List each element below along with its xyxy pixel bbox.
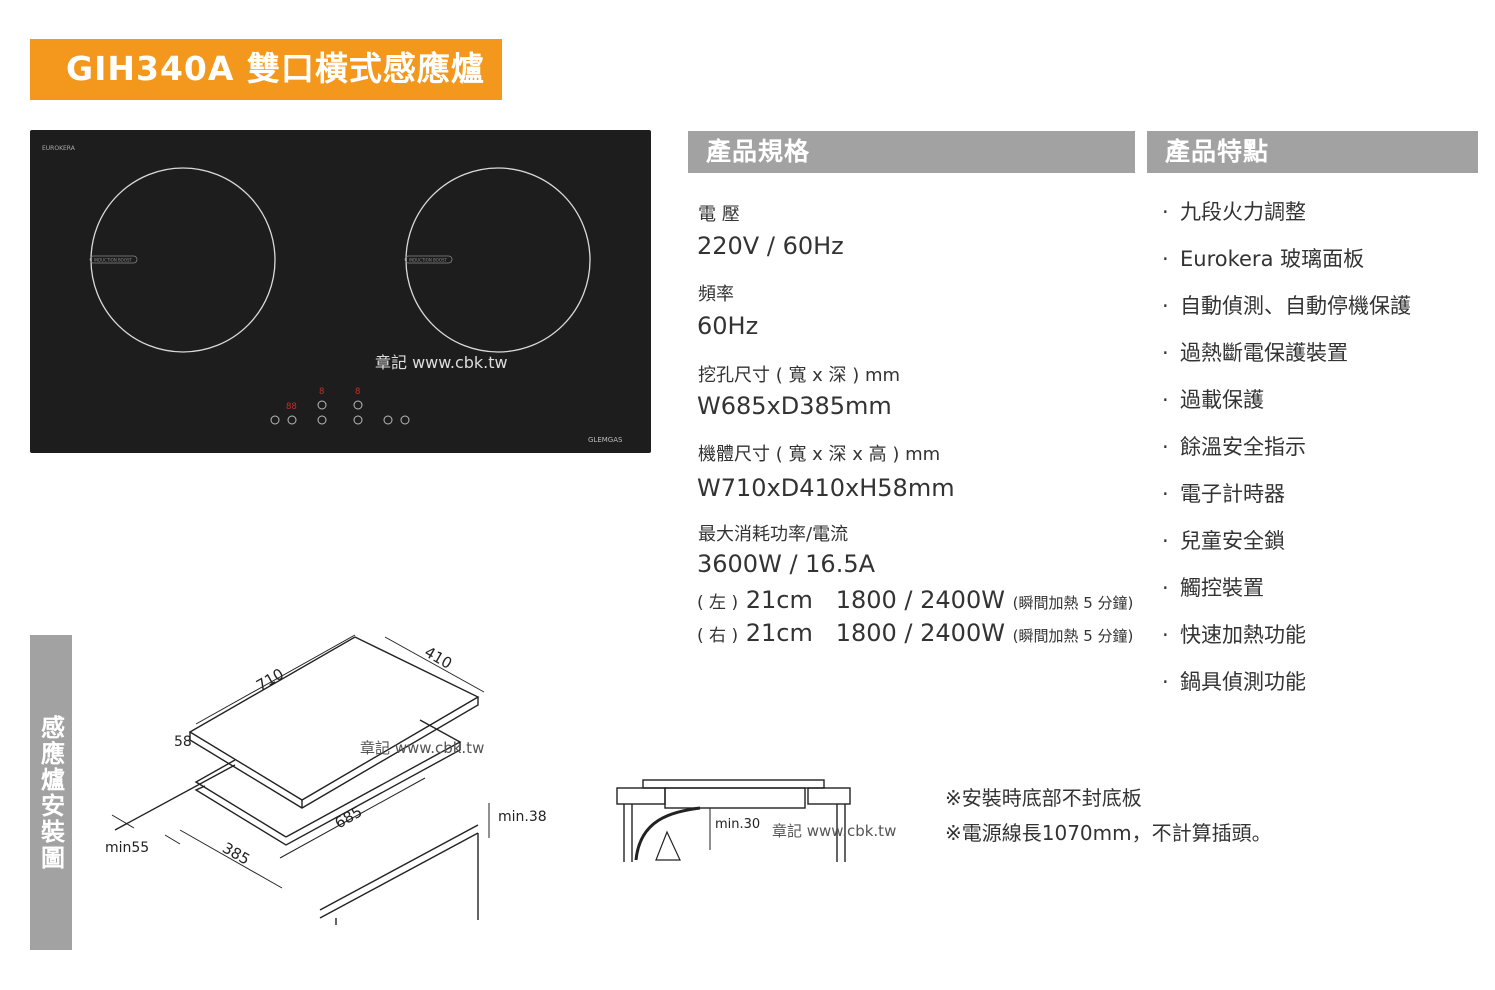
feature-item: ·兒童安全鎖 — [1162, 529, 1285, 553]
feature-item: ·自動偵測、自動停機保護 — [1162, 294, 1411, 318]
right-zone-prefix: ( 右 ) — [697, 626, 739, 646]
watermark-cooktop: 章記 www.cbk.tw — [375, 353, 508, 372]
voltage-value: 220V / 60Hz — [697, 232, 844, 260]
feature-item: ·餘溫安全指示 — [1162, 435, 1306, 459]
feature-item: ·觸控裝置 — [1162, 576, 1264, 600]
right-zone-suffix: (瞬間加熱 5 分鐘) — [1012, 627, 1134, 645]
spec-header: 產品規格 — [688, 131, 1135, 173]
left-zone-spec: ( 左 ) 21cm 1800 / 2400W (瞬間加熱 5 分鐘) — [697, 586, 1133, 614]
title-banner — [30, 39, 502, 100]
zone-label-left: INDUCTION BOOST — [94, 258, 133, 263]
body-size-value: W710xD410xH58mm — [697, 474, 955, 502]
feature-item: ·九段火力調整 — [1162, 200, 1306, 224]
voltage-label: 電 壓 — [698, 204, 740, 225]
body-size-label: 機體尺寸 ( 寬 x 深 x 高 ) mm — [698, 444, 941, 465]
page-title: GIH340A 雙口橫式感應爐 — [66, 49, 485, 88]
left-zone-prefix: ( 左 ) — [697, 593, 739, 613]
features-header: 產品特點 — [1147, 131, 1478, 173]
frequency-label: 頻率 — [698, 284, 734, 305]
right-zone-main: 21cm 1800 / 2400W — [745, 619, 1005, 647]
left-zone-suffix: (瞬間加熱 5 分鐘) — [1012, 594, 1134, 612]
frequency-value: 60Hz — [697, 312, 759, 340]
touch-controls — [270, 400, 410, 425]
dim-min55: min55 — [105, 840, 149, 856]
feature-item: ·快速加熱功能 — [1162, 623, 1306, 647]
feature-item: ·Eurokera 玻璃面板 — [1162, 247, 1365, 271]
features-list: ·九段火力調整 ·Eurokera 玻璃面板 ·自動偵測、自動停機保護 ·過熱斷… — [1162, 196, 1411, 713]
install-section-label: 感應爐安裝圖 — [30, 635, 72, 950]
left-zone-main: 21cm 1800 / 2400W — [745, 586, 1005, 614]
cutout-value: W685xD385mm — [697, 392, 892, 420]
dim-710: 710 — [253, 665, 287, 695]
right-cooking-zone — [405, 167, 591, 353]
watermark-section: 章記 www.cbk.tw — [772, 822, 897, 840]
dim-min38: min.38 — [498, 809, 547, 825]
display-right: 8 — [355, 387, 360, 397]
feature-item: ·過熱斷電保護裝置 — [1162, 341, 1348, 365]
dim-min30: min.30 — [715, 817, 760, 832]
dim-410: 410 — [421, 643, 455, 673]
right-zone-spec: ( 右 ) 21cm 1800 / 2400W (瞬間加熱 5 分鐘) — [697, 619, 1133, 647]
brand-logo-bottom: GLEMGAS — [588, 436, 623, 444]
feature-item: ·電子計時器 — [1162, 482, 1285, 506]
feature-item: ·鍋具偵測功能 — [1162, 670, 1306, 694]
watermark-diagram: 章記 www.cbk.tw — [360, 739, 485, 757]
cutout-label: 挖孔尺寸 ( 寬 x 深 ) mm — [698, 365, 901, 386]
install-note-1: ※安裝時底部不封底板 — [945, 786, 1142, 810]
display-left: 88 — [286, 402, 297, 412]
left-cooking-zone — [90, 167, 276, 353]
power-value: 3600W / 16.5A — [697, 550, 876, 578]
dim-685: 685 — [332, 802, 366, 832]
install-note-2: ※電源線長1070mm，不計算插頭。 — [945, 821, 1272, 845]
brand-logo-top: EUROKERA — [42, 145, 76, 152]
section-view — [616, 779, 851, 862]
dim-58: 58 — [174, 734, 192, 750]
zone-label-right: INDUCTION BOOST — [409, 258, 448, 263]
feature-item: ·過載保護 — [1162, 388, 1264, 412]
display-mid: 8 — [319, 387, 324, 397]
power-label: 最大消耗功率/電流 — [698, 524, 849, 545]
dim-385: 385 — [219, 839, 253, 869]
cooktop-image: EUROKERA INDUCTION BOOST INDUCTION BOOST… — [30, 130, 651, 453]
